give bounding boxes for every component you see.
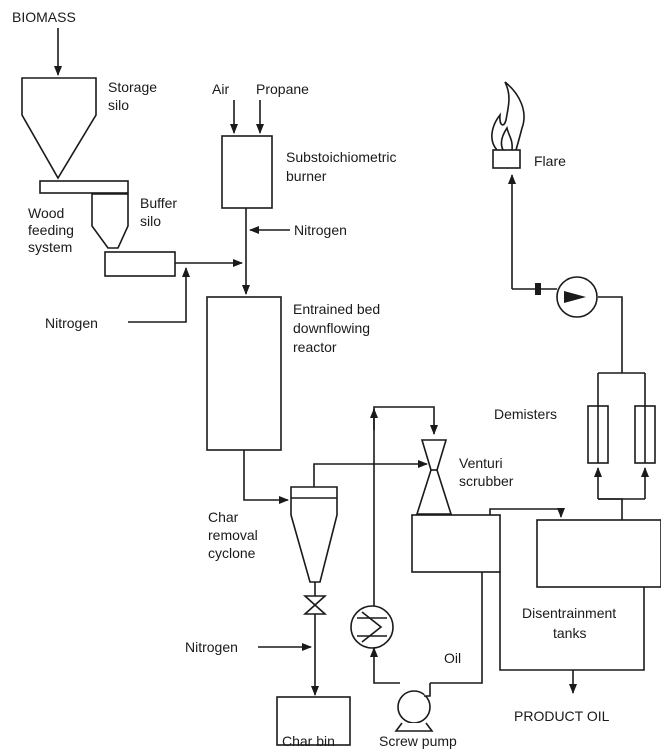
product-oil-label: PRODUCT OIL: [514, 708, 610, 724]
nitrogen-feed-label: Nitrogen: [45, 315, 98, 331]
reactor-label: Entrained bed downflowing reactor: [293, 301, 384, 355]
disentrainment-label: Disentrainment tanks: [522, 605, 620, 641]
nitrogen-burner-label: Nitrogen: [294, 222, 347, 238]
pump-to-exchanger-line: [370, 647, 400, 684]
venturi-label: Venturi scrubber: [459, 455, 514, 489]
oil-label: Oil: [444, 650, 461, 666]
storage-silo: [21, 77, 97, 180]
nitrogen-char-label: Nitrogen: [185, 639, 238, 655]
flare-stack: [492, 149, 521, 169]
heat-exchanger-arrow: [361, 611, 383, 643]
tank-to-demisters-line: [598, 498, 623, 520]
feeder-screw: [104, 251, 176, 277]
propane-label: Propane: [256, 81, 309, 97]
disentrainment-tank-2: [536, 519, 661, 588]
nitrogen-feed-line: [128, 267, 190, 323]
biomass-label: BIOMASS: [12, 9, 76, 25]
flare-flame-inner: [500, 125, 513, 151]
wood-feeding-system-label: Wood feeding system: [28, 205, 78, 255]
substoichiometric-burner: [221, 135, 273, 209]
burner-label: Substoichiometric burner: [286, 149, 400, 184]
storage-silo-label: Storage silo: [108, 79, 161, 113]
tank-connection-line: [489, 508, 565, 518]
flare-label: Flare: [534, 153, 566, 169]
entrained-bed-reactor: [206, 296, 282, 451]
product-oil-line: [499, 572, 573, 671]
demisters-to-blower-line: [598, 296, 623, 373]
char-valve-icon: [302, 595, 328, 615]
exchanger-to-venturi-line: [373, 406, 438, 606]
char-bin-label: Char bin: [282, 733, 335, 749]
tank2-product-line: [573, 587, 645, 671]
wood-feeding-conveyor: [39, 180, 129, 194]
disentrainment-tank-1: [411, 514, 501, 573]
venturi-scrubber: [415, 439, 453, 515]
flare-flame-icon: [491, 81, 525, 151]
blower-outlet-block: [535, 283, 541, 295]
heat-exchanger-icon: [350, 605, 394, 649]
char-cyclone-label: Char removal cyclone: [208, 509, 262, 561]
screw-pump-label: Screw pump: [379, 733, 457, 749]
screw-pump-inlet: [424, 683, 431, 697]
air-label: Air: [212, 81, 229, 97]
cyclone-to-venturi-line: [313, 460, 428, 487]
char-bin: [276, 696, 351, 746]
buffer-silo: [91, 193, 129, 249]
blower-inner-arrow: [564, 291, 586, 303]
reactor-to-cyclone-line: [243, 450, 289, 504]
screw-pump-base: [394, 722, 434, 732]
demisters-label: Demisters: [494, 406, 557, 422]
buffer-silo-label: Buffer silo: [140, 195, 181, 229]
char-removal-cyclone: [290, 486, 338, 583]
tank-to-pump-line: [430, 570, 483, 684]
